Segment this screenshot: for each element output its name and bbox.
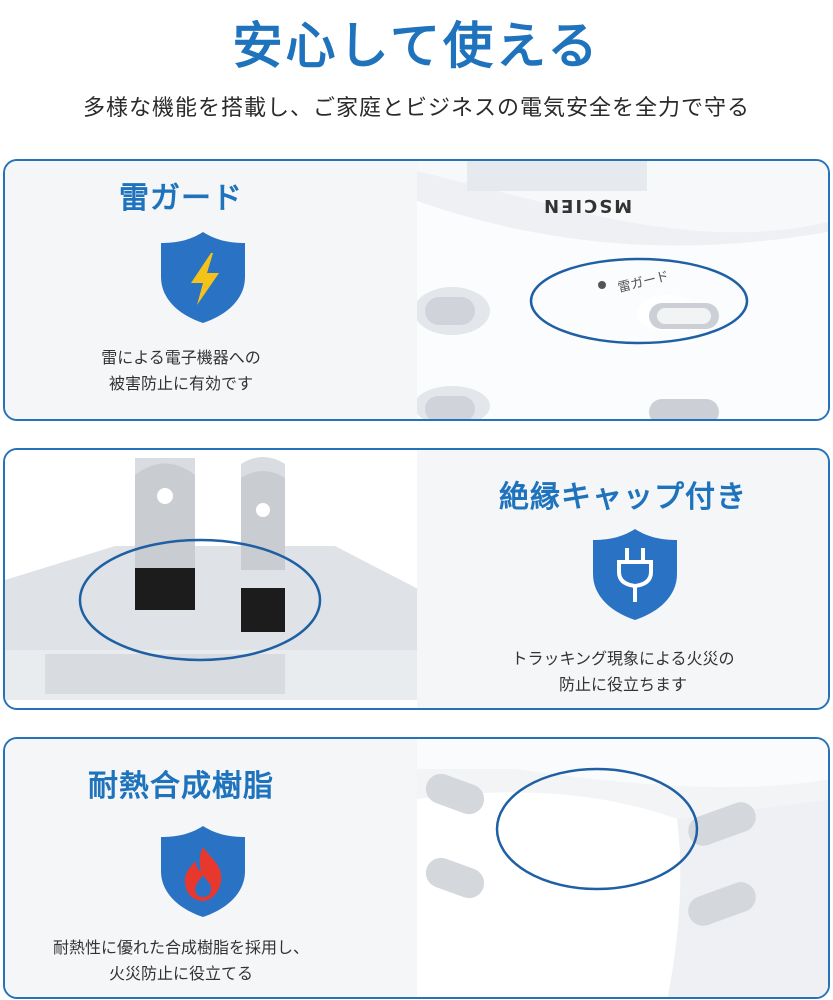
feature-text-column: 雷ガード 雷による電子機器への 被害防止に有効です — [5, 161, 417, 419]
product-image-surge: MSCIEN 雷ガード — [417, 161, 828, 419]
feature-description-line: 耐熱性に優れた合成樹脂を採用し、 — [52, 938, 309, 957]
brand-logo: MSCIEN — [542, 195, 633, 216]
feature-description-line: 防止に役立ちます — [558, 675, 687, 694]
feature-description-line: 雷による電子機器への — [101, 348, 261, 367]
feature-description: トラッキング現象による火災の 防止に役立ちます — [417, 646, 828, 698]
feature-title: 雷ガード — [119, 181, 243, 216]
feature-panel-resin: 耐熱合成樹脂 耐熱性に優れた合成樹脂を採用し、 火災防止に役立てる — [3, 737, 830, 999]
plug-illustration — [5, 450, 420, 708]
feature-panel-insulation: 絶縁キャップ付き トラッキング現象による火災の 防止に役立ちます — [3, 448, 830, 710]
feature-description-line: 被害防止に有効です — [108, 374, 253, 393]
feature-title: 耐熱合成樹脂 — [88, 769, 274, 804]
feature-title: 絶縁キャップ付き — [499, 480, 747, 515]
fire-shield-icon — [161, 826, 245, 917]
plug-shield-icon — [593, 529, 677, 620]
product-image-corner — [417, 739, 828, 997]
feature-description-line: トラッキング現象による火災の — [511, 649, 735, 668]
page-title: 安心して使える — [232, 17, 601, 75]
feature-text-column: 耐熱合成樹脂 耐熱性に優れた合成樹脂を採用し、 火災防止に役立てる — [5, 739, 417, 997]
power-strip-top-illustration — [417, 161, 828, 419]
product-image-plug — [5, 450, 420, 708]
feature-text-column: 絶縁キャップ付き トラッキング現象による火災の 防止に役立ちます — [417, 450, 828, 708]
feature-description: 雷による電子機器への 被害防止に有効です — [5, 345, 387, 397]
feature-description-line: 火災防止に役立てる — [108, 964, 253, 983]
page-subtitle: 多様な機能を搭載し、ご家庭とビジネスの電気安全を全力で守る — [82, 96, 750, 121]
feature-panel-lightning: 雷ガード 雷による電子機器への 被害防止に有効です MSCIEN — [3, 159, 830, 421]
lightning-shield-icon — [161, 232, 245, 323]
feature-description: 耐熱性に優れた合成樹脂を採用し、 火災防止に役立てる — [5, 935, 387, 987]
power-strip-corner-illustration — [417, 739, 828, 997]
